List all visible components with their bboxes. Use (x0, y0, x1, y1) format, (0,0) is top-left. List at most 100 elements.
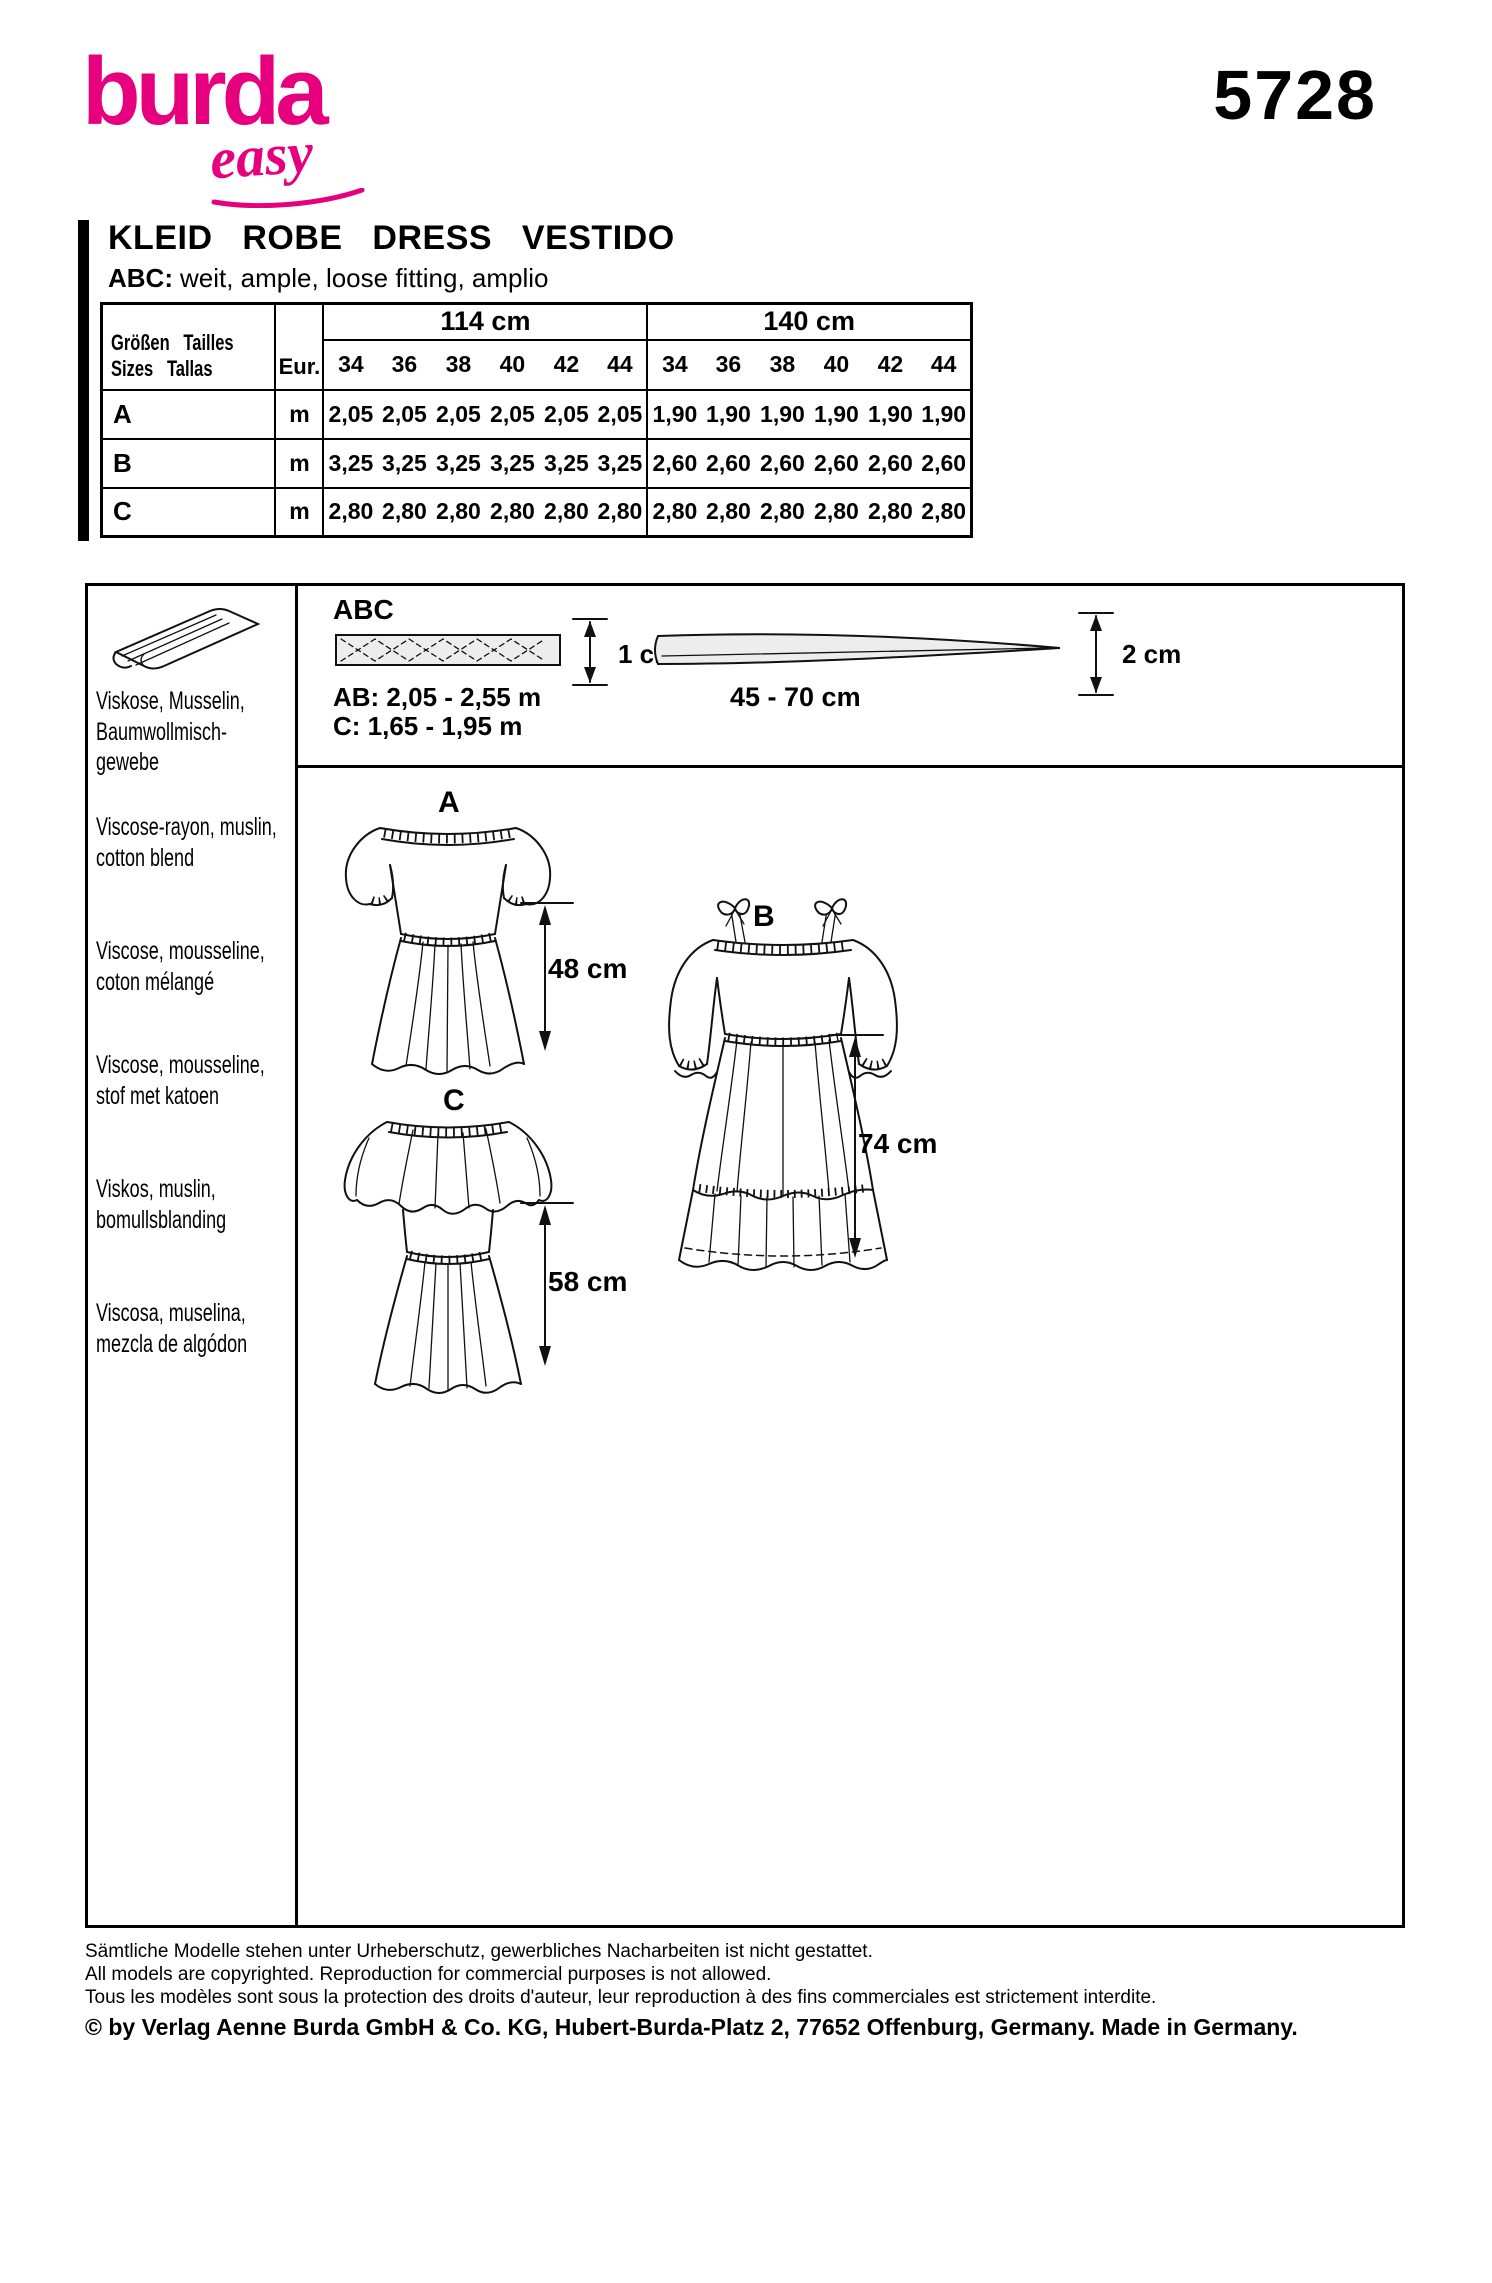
logo-swash-icon (211, 188, 365, 208)
view-row-label: C (101, 486, 276, 537)
size-col-header: 34 (646, 338, 702, 390)
size-header-line1: Größen Tailles (111, 329, 234, 355)
publisher-line: © by Verlag Aenne Burda GmbH & Co. KG, H… (85, 2014, 1298, 2040)
garment-title: KLEID ROBE DRESS VESTIDO (108, 219, 675, 257)
yardage-cell: 3,25 (539, 437, 594, 488)
size-table-header: Größen Tailles Sizes Tallas (102, 304, 276, 390)
yardage-cell: 2,05 (431, 388, 486, 439)
yardage-cell: 1,90 (863, 388, 918, 439)
yardage-cell: 1,90 (701, 388, 756, 439)
notions-section: ABC 1 cm AB: 2,05 - 2,55 m C: 1,65 - 1,9… (298, 586, 1402, 768)
fabric-bolt-icon (112, 608, 261, 670)
width-group-114: 114 cm (322, 303, 648, 340)
size-col-header: 36 (377, 338, 432, 390)
yardage-cell: 1,90 (809, 388, 864, 439)
yardage-cell: 2,80 (377, 486, 432, 537)
logo-burda-text: burda (82, 38, 329, 145)
yardage-cell: 3,25 (322, 437, 378, 488)
yardage-cell: 3,25 (593, 437, 648, 488)
brand-logo: burda easy (82, 38, 422, 208)
yardage-cell: 2,60 (755, 437, 810, 488)
size-col-header: 34 (322, 338, 378, 390)
yardage-cell: 2,80 (809, 486, 864, 537)
yardage-cell: 2,60 (809, 437, 864, 488)
view-a-length-arrow-icon (520, 902, 574, 1051)
instructions-panel: Viskose, Musselin, Baumwollmisch- gewebe… (85, 583, 1405, 1928)
garment-subtitle: ABC:weit, ample, loose fitting, amplio (108, 263, 549, 294)
size-col-header: 36 (701, 338, 756, 390)
pattern-number: 5728 (1213, 56, 1377, 134)
size-col-header: 42 (539, 338, 594, 390)
yardage-cell: 2,60 (917, 437, 972, 488)
yardage-cell: 2,05 (322, 388, 378, 439)
band-range-label: 45 - 70 cm (730, 682, 861, 712)
dress-b-drawing (668, 898, 898, 1271)
view-b-length-label: 74 cm (858, 1128, 938, 1159)
eur-header: Eur. (274, 303, 324, 390)
yardage-cell: 2,05 (593, 388, 648, 439)
size-col-header: 44 (917, 338, 972, 390)
yardage-cell: 1,90 (755, 388, 810, 439)
yardage-cell: 3,25 (431, 437, 486, 488)
view-row-label: A (101, 388, 276, 439)
unit-cell: m (274, 486, 324, 537)
elastic-strip-icon (335, 634, 561, 666)
yardage-cell: 3,25 (377, 437, 432, 488)
yardage-cell: 2,80 (917, 486, 972, 537)
view-a-length-label: 48 cm (548, 953, 628, 984)
elastic1-width-arrow-icon (572, 618, 608, 686)
size-header-line2: Sizes Tallas (111, 356, 213, 382)
copyright-line-de: Sämtliche Modelle stehen unter Urhebersc… (85, 1941, 873, 1962)
yardage-cell: 2,80 (431, 486, 486, 537)
size-col-header: 38 (755, 338, 810, 390)
yardage-cell: 2,80 (539, 486, 594, 537)
yardage-cell: 2,80 (485, 486, 540, 537)
dress-c-drawing (343, 1121, 553, 1394)
fabric-item-sv: Viskos, muslin, bomullsblanding (96, 1175, 227, 1234)
view-b-label: B (753, 900, 775, 933)
yardage-cell: 2,60 (863, 437, 918, 488)
yardage-cell: 2,60 (646, 437, 702, 488)
view-c-length-label: 58 cm (548, 1266, 628, 1297)
band-icon (654, 633, 1061, 666)
view-a-label: A (438, 786, 460, 819)
fabric-item-es: Viscosa, muselina, mezcla de algódon (96, 1299, 248, 1358)
title-accent-bar (78, 220, 89, 541)
view-c-length-arrow-icon (520, 1202, 574, 1366)
view-b-length-arrow-icon (830, 1034, 884, 1258)
yardage-cell: 2,05 (539, 388, 594, 439)
copyright-line-fr: Tous les modèles sont sous la protection… (85, 1987, 1157, 2008)
elastic1-length-ab: AB: 2,05 - 2,55 m (333, 682, 542, 712)
yardage-cell: 2,60 (701, 437, 756, 488)
fabric-item-en: Viscose-rayon, muslin, cotton blend (96, 813, 277, 872)
subtitle-text: weit, ample, loose fitting, amplio (180, 263, 549, 293)
subtitle-views-label: ABC: (108, 263, 173, 293)
yardage-cell: 2,80 (755, 486, 810, 537)
technical-drawings: A (298, 768, 1402, 1925)
yardage-cell: 2,80 (863, 486, 918, 537)
size-col-header: 38 (431, 338, 486, 390)
size-col-header: 42 (863, 338, 918, 390)
view-row-label: B (101, 437, 276, 488)
yardage-cell: 2,80 (322, 486, 378, 537)
fabric-item-de: Viskose, Musselin, Baumwollmisch- gewebe (96, 687, 245, 776)
band-width-arrow-icon (1078, 612, 1114, 696)
size-col-header: 40 (485, 338, 540, 390)
yardage-cell: 2,05 (377, 388, 432, 439)
size-col-header: 44 (593, 338, 648, 390)
yardage-cell: 1,90 (917, 388, 972, 439)
copyright-line-en: All models are copyrighted. Reproduction… (85, 1964, 772, 1985)
band-width-label: 2 cm (1122, 639, 1182, 669)
unit-cell: m (274, 437, 324, 488)
yardage-cell: 3,25 (485, 437, 540, 488)
yardage-cell: 2,80 (646, 486, 702, 537)
footer: Sämtliche Modelle stehen unter Urhebersc… (85, 1940, 1415, 2041)
notions-abc-label: ABC (333, 594, 394, 625)
fabric-item-nl: Viscose, mousseline, stof met katoen (96, 1051, 265, 1110)
elastic1-length-c: C: 1,65 - 1,95 m (333, 711, 523, 741)
fabric-descriptions: Viskose, Musselin, Baumwollmisch- gewebe… (88, 586, 298, 1925)
unit-cell: m (274, 388, 324, 439)
fabric-item-fr: Viscose, mousseline, coton mélangé (96, 937, 265, 996)
yardage-cell: 2,80 (701, 486, 756, 537)
